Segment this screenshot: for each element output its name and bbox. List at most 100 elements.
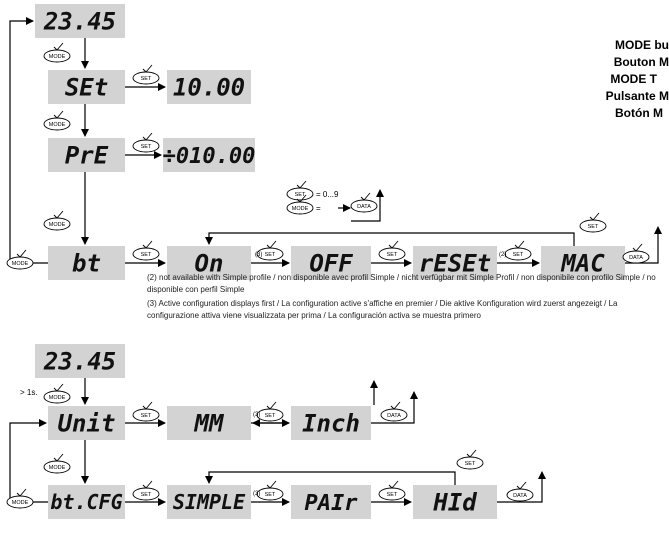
set-button-label: SET — [387, 252, 398, 258]
press-check-icon — [296, 180, 307, 189]
set-button-label: SET — [295, 192, 306, 198]
press-check-icon — [16, 249, 27, 258]
set-button[interactable]: SET — [378, 480, 406, 501]
title-line-it: Pulsante M — [605, 89, 669, 103]
display-set: SEt — [48, 70, 125, 104]
mode-button-label: MODE — [49, 222, 66, 228]
display-on-text: On — [195, 250, 224, 278]
mode-button-label: MODE — [12, 500, 29, 506]
display-btcfg-text: bt.CFG — [50, 490, 122, 514]
display-pre-val-text: ÷010.00 — [163, 144, 256, 169]
display-top2-text: 23.45 — [43, 348, 116, 376]
mode-button[interactable]: MODE — [43, 42, 71, 63]
display-on: On — [167, 246, 251, 280]
display-unit-text: Unit — [58, 410, 116, 438]
data-button[interactable]: DATA — [380, 401, 408, 422]
set-button[interactable]: SET — [132, 480, 160, 501]
flow-arrow — [497, 471, 546, 503]
press-check-icon — [142, 401, 153, 410]
set-button-label: SET — [265, 413, 276, 419]
flow-arrow — [9, 419, 48, 503]
flow-arrow — [371, 391, 418, 424]
mode-button-label: MODE — [49, 54, 66, 60]
set-button[interactable]: SET — [132, 401, 160, 422]
data-button[interactable]: DATA — [350, 192, 378, 213]
set-button[interactable]: SET — [256, 401, 284, 422]
flow-arrow — [205, 232, 575, 246]
display-top1-text: 23.45 — [43, 8, 116, 36]
legend-range-text: = 0...9 — [316, 190, 339, 199]
title-line-es: Botón M — [615, 106, 663, 120]
press-check-icon — [388, 480, 399, 489]
display-pair-text: PAIr — [305, 491, 359, 516]
set-button[interactable]: SET — [132, 132, 160, 153]
set-button[interactable]: SET — [504, 240, 532, 261]
press-check-icon — [53, 210, 64, 219]
display-simple-text: SIMPLE — [173, 490, 246, 514]
set-button-label: SET — [513, 252, 524, 258]
set-button[interactable]: SET — [286, 180, 314, 201]
press-check-icon — [142, 64, 153, 73]
set-button[interactable]: SET — [256, 240, 284, 261]
press-check-icon — [53, 453, 64, 462]
press-check-icon — [632, 243, 643, 252]
set-button[interactable]: SET — [256, 480, 284, 501]
set-button-label: SET — [141, 252, 152, 258]
data-button-label: DATA — [357, 204, 371, 210]
press-check-icon — [296, 194, 307, 203]
set-button-label: SET — [465, 461, 476, 467]
set-button[interactable]: SET — [579, 212, 607, 233]
data-button[interactable]: DATA — [622, 243, 650, 264]
flow-arrow — [205, 471, 456, 485]
display-inch: Inch — [291, 406, 371, 440]
set-button-label: SET — [141, 413, 152, 419]
set-button[interactable]: SET — [378, 240, 406, 261]
set-button[interactable]: SET — [132, 240, 160, 261]
set-button-label: SET — [141, 144, 152, 150]
press-check-icon — [53, 383, 64, 392]
mode-button[interactable]: MODE — [43, 383, 71, 404]
set-button-label: SET — [141, 492, 152, 498]
mode-button[interactable]: MODE — [286, 194, 314, 215]
mode-button[interactable]: MODE — [6, 249, 34, 270]
title-line-en: MODE bu — [615, 38, 669, 52]
mode-button[interactable]: MODE — [43, 210, 71, 231]
display-off-text: OFF — [309, 250, 353, 278]
data-button-label: DATA — [629, 255, 643, 261]
mode-button[interactable]: MODE — [43, 453, 71, 474]
display-hid-text: HId — [432, 489, 477, 517]
display-unit: Unit — [48, 406, 125, 440]
display-reset-text: rESEt — [419, 250, 491, 278]
display-set-val: 10.00 — [167, 70, 251, 104]
press-check-icon — [589, 212, 600, 221]
press-check-icon — [53, 42, 64, 51]
mode-button-label: MODE — [49, 465, 66, 471]
display-btcfg: bt.CFG — [48, 485, 125, 519]
data-button[interactable]: DATA — [506, 481, 534, 502]
display-pre: PrE — [48, 138, 125, 172]
press-check-icon — [516, 481, 527, 490]
set-button-label: SET — [141, 76, 152, 82]
display-top1: 23.45 — [35, 4, 125, 38]
press-check-icon — [388, 240, 399, 249]
title-line-de: MODE T — [610, 72, 657, 86]
set-button[interactable]: SET — [456, 449, 484, 470]
footnote-marker: (3) — [255, 252, 262, 258]
mode-button[interactable]: MODE — [43, 110, 71, 131]
display-pre-text: PrE — [65, 142, 109, 170]
mode-button-label: MODE — [292, 206, 309, 212]
press-check-icon — [266, 401, 277, 410]
set-button[interactable]: SET — [132, 64, 160, 85]
mode-button[interactable]: MODE — [6, 488, 34, 509]
legend-arrow-text: = — [316, 204, 321, 213]
set-button-label: SET — [265, 492, 276, 498]
press-check-icon — [142, 240, 153, 249]
display-off: OFF — [291, 246, 371, 280]
display-bt-text: bt — [72, 250, 101, 278]
mode-button-label: MODE — [49, 395, 66, 401]
legend-data-arrow — [351, 189, 384, 222]
display-mm-text: MM — [194, 410, 225, 438]
press-check-icon — [360, 192, 371, 201]
press-check-icon — [514, 240, 525, 249]
display-reset: rESEt — [413, 246, 497, 280]
